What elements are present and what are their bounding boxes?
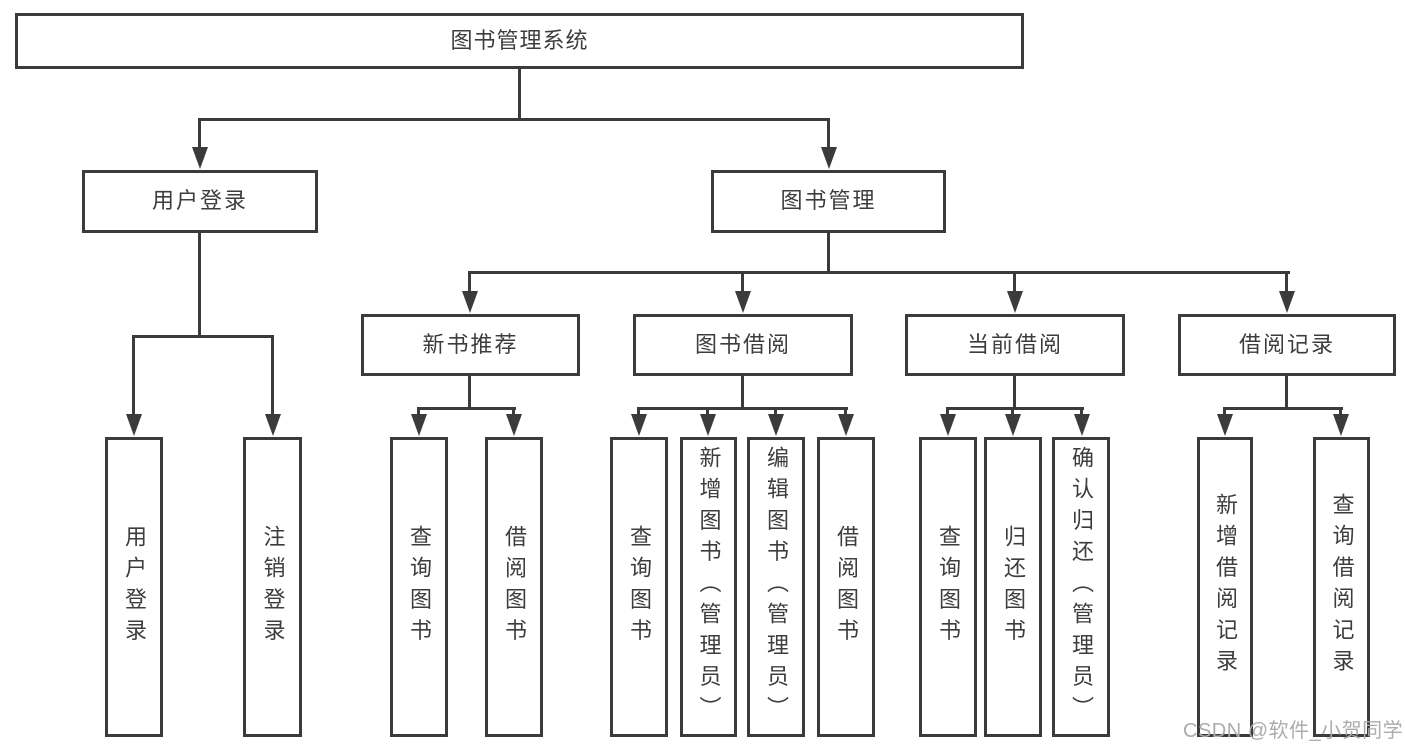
connector-borrow-bar xyxy=(637,407,848,410)
connector-root-drop-left xyxy=(198,118,201,152)
leaf-query-book-recommend: 查询图书 xyxy=(390,437,448,737)
leaf-query-book-current: 查询图书 xyxy=(919,437,977,737)
connector-current-drop-1 xyxy=(946,407,949,418)
connector-root-drop-right xyxy=(827,118,830,152)
node-book-management: 图书管理 xyxy=(711,170,946,233)
leaf-confirm-return-admin: 确认归还（管理员） xyxy=(1052,437,1110,737)
leaf-query-borrow-record: 查询借阅记录 xyxy=(1313,437,1370,737)
csdn-watermark: CSDN @软件_小贺同学 xyxy=(1183,720,1404,742)
node-current-borrow: 当前借阅 xyxy=(905,314,1125,376)
arrow-down-icon xyxy=(192,147,208,169)
node-borrow-record: 借阅记录 xyxy=(1178,314,1396,376)
arrow-down-icon xyxy=(1074,414,1090,436)
leaf-query-book-borrow: 查询图书 xyxy=(610,437,668,737)
connector-borrow-stem xyxy=(741,376,744,410)
connector-bookmgmt-bar xyxy=(468,271,1290,274)
arrow-down-icon xyxy=(411,414,427,436)
leaf-return-book: 归还图书 xyxy=(984,437,1042,737)
leaf-add-borrow-record: 新增借阅记录 xyxy=(1197,437,1253,737)
leaf-user-login: 用户登录 xyxy=(105,437,163,737)
connector-borrow-drop-1 xyxy=(637,407,640,418)
connector-record-drop-2 xyxy=(1339,407,1342,418)
arrow-down-icon xyxy=(462,291,478,313)
arrow-down-icon xyxy=(838,414,854,436)
connector-borrow-drop-4 xyxy=(844,407,847,418)
connector-root-stem xyxy=(518,69,521,121)
arrow-down-icon xyxy=(768,414,784,436)
connector-current-bar xyxy=(946,407,1084,410)
connector-current-drop-2 xyxy=(1011,407,1014,418)
connector-newbook-drop-2 xyxy=(512,407,515,418)
connector-userlogin-drop-2 xyxy=(271,335,274,417)
connector-userlogin-stem xyxy=(198,233,201,338)
connector-bookmgmt-stem xyxy=(827,233,830,274)
arrow-down-icon xyxy=(1279,291,1295,313)
leaf-edit-book-admin: 编辑图书（管理员） xyxy=(747,437,805,737)
arrow-down-icon xyxy=(506,414,522,436)
arrow-down-icon xyxy=(631,414,647,436)
connector-record-drop-1 xyxy=(1223,407,1226,418)
connector-userlogin-bar xyxy=(132,335,274,338)
leaf-logout: 注销登录 xyxy=(243,437,302,737)
leaf-add-book-admin: 新增图书（管理员） xyxy=(680,437,737,737)
arrow-down-icon xyxy=(735,291,751,313)
connector-bookmgmt-drop-4 xyxy=(1285,271,1288,295)
connector-record-stem xyxy=(1285,376,1288,410)
connector-bookmgmt-drop-1 xyxy=(468,271,471,295)
arrow-down-icon xyxy=(1333,414,1349,436)
arrow-down-icon xyxy=(265,414,281,436)
node-new-book-recommend: 新书推荐 xyxy=(361,314,580,376)
leaf-borrow-book-recommend: 借阅图书 xyxy=(485,437,543,737)
node-book-borrow: 图书借阅 xyxy=(633,314,853,376)
connector-record-bar xyxy=(1223,407,1343,410)
connector-newbook-bar xyxy=(417,407,516,410)
connector-current-drop-3 xyxy=(1080,407,1083,418)
arrow-down-icon xyxy=(700,414,716,436)
arrow-down-icon xyxy=(940,414,956,436)
connector-bookmgmt-drop-2 xyxy=(741,271,744,295)
arrow-down-icon xyxy=(1005,414,1021,436)
arrow-down-icon xyxy=(1217,414,1233,436)
connector-borrow-drop-3 xyxy=(774,407,777,418)
connector-newbook-stem xyxy=(468,376,471,410)
node-library-management-system: 图书管理系统 xyxy=(15,13,1024,69)
connector-newbook-drop-1 xyxy=(417,407,420,418)
arrow-down-icon xyxy=(1007,291,1023,313)
connector-userlogin-drop-1 xyxy=(132,335,135,417)
connector-root-bar xyxy=(198,118,830,121)
connector-current-stem xyxy=(1013,376,1016,410)
arrow-down-icon xyxy=(126,414,142,436)
node-user-login: 用户登录 xyxy=(82,170,318,233)
leaf-borrow-book: 借阅图书 xyxy=(817,437,875,737)
connector-borrow-drop-2 xyxy=(706,407,709,418)
arrow-down-icon xyxy=(821,147,837,169)
connector-bookmgmt-drop-3 xyxy=(1013,271,1016,295)
